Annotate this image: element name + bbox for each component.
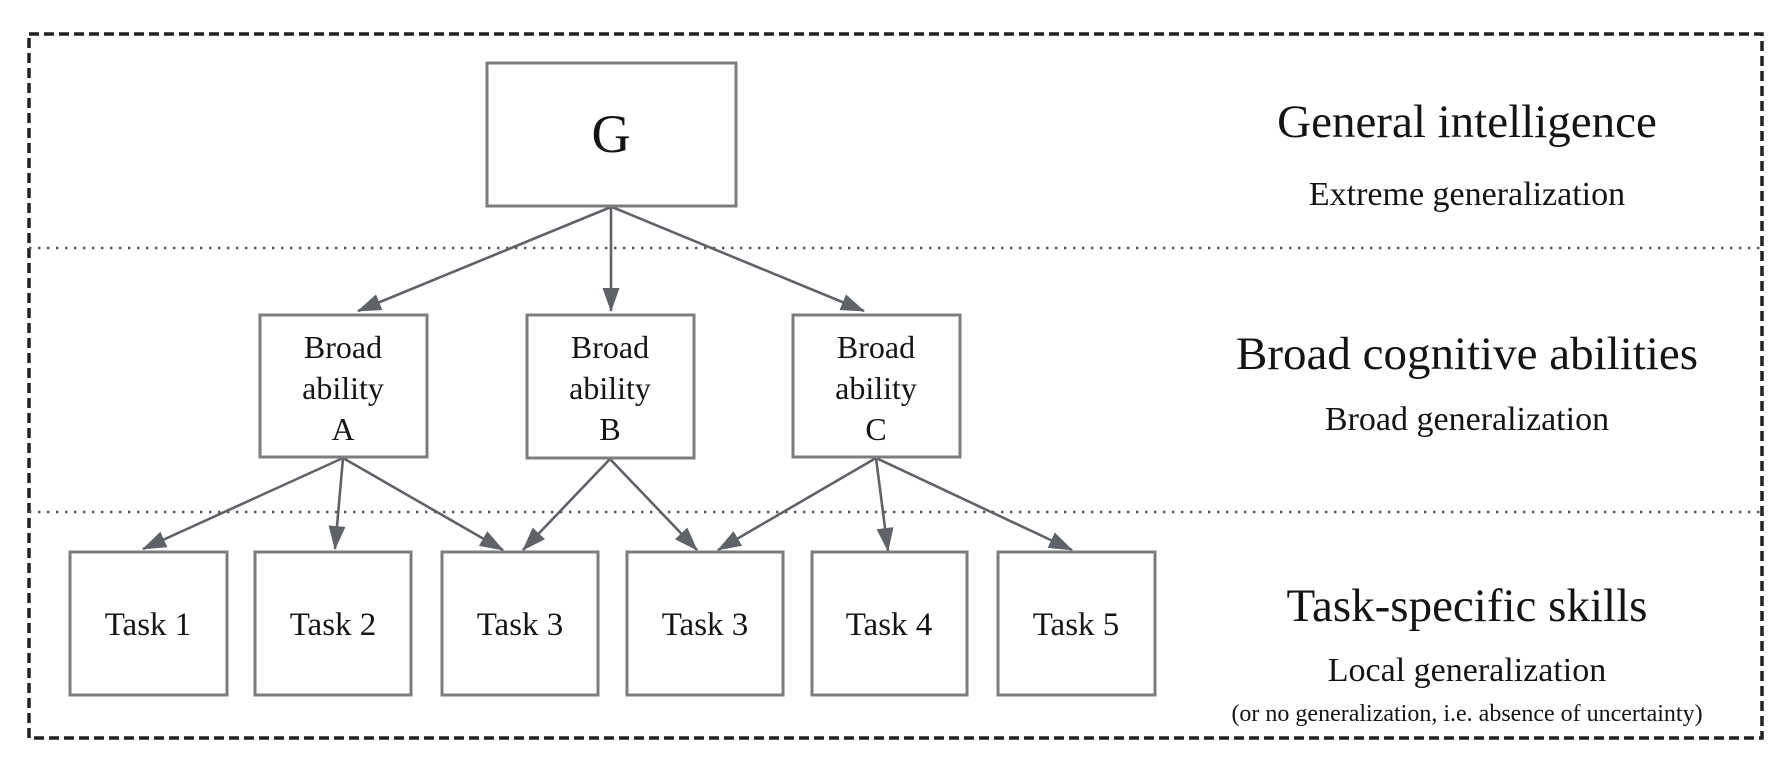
edge-ability-a-task-1 — [142, 456, 344, 551]
node-ability-c-box — [791, 313, 962, 459]
outer-dashed-border — [27, 32, 1764, 740]
edge-ability-c-task-3b — [717, 456, 877, 552]
node-task-3a-label: Task 3 — [477, 607, 564, 643]
node-task-2-label: Task 2 — [290, 607, 377, 643]
band-general-subtitle: Extreme generalization — [1309, 176, 1625, 213]
edge-ability-b-task-3b — [609, 458, 698, 551]
node-g: G — [485, 61, 738, 208]
band-task-note: (or no generalization, i.e. absence of u… — [1231, 701, 1702, 727]
node-ability-b-line3: B — [599, 411, 620, 447]
band-caption-general: General intelligence Extreme generalizat… — [1277, 96, 1657, 213]
node-ability-b-line1: Broad — [571, 329, 649, 365]
node-ability-c: Broad ability C — [791, 313, 962, 459]
node-task-3b-box — [625, 550, 785, 697]
node-ability-a-line1: Broad — [304, 329, 382, 365]
edge-ability-c-task-4 — [874, 457, 894, 552]
edge-g-ability-a — [357, 205, 612, 313]
node-task-1-label: Task 1 — [105, 607, 192, 643]
edge-g-ability-c — [611, 205, 865, 313]
node-task-5: Task 5 — [996, 550, 1157, 697]
node-ability-a-box — [258, 313, 429, 459]
node-task-3b-label: Task 3 — [662, 607, 749, 643]
node-task-4-label: Task 4 — [846, 607, 933, 643]
edge-ability-c-task-5 — [875, 456, 1073, 552]
node-task-3b: Task 3 — [625, 550, 785, 697]
node-task-3a: Task 3 — [440, 550, 600, 697]
node-ability-b-line2: ability — [569, 370, 651, 406]
node-task-2-box — [253, 550, 413, 697]
band-task-subtitle: Local generalization — [1328, 652, 1606, 689]
node-g-label: G — [592, 104, 631, 164]
node-task-3a-box — [440, 550, 600, 697]
band-task-title: Task-specific skills — [1287, 580, 1648, 632]
band-broad-subtitle: Broad generalization — [1325, 401, 1609, 438]
node-ability-a-line2: ability — [302, 370, 384, 406]
node-task-2: Task 2 — [253, 550, 413, 697]
node-task-5-box — [996, 550, 1157, 697]
node-ability-b: Broad ability B — [525, 313, 696, 460]
edge-ability-a-task-3a — [342, 456, 504, 552]
node-ability-c-line3: C — [865, 411, 886, 447]
node-ability-c-line2: ability — [835, 370, 917, 406]
node-ability-b-box — [525, 313, 696, 460]
edge-ability-a-task-2 — [328, 457, 346, 550]
node-ability-a: Broad ability A — [258, 313, 429, 459]
node-task-4-box — [810, 550, 969, 697]
band-general-title: General intelligence — [1277, 96, 1657, 148]
node-task-4: Task 4 — [810, 550, 969, 697]
node-ability-a-line3: A — [331, 411, 354, 447]
edges — [142, 205, 1073, 552]
node-task-1-box — [68, 550, 229, 697]
node-ability-c-line1: Broad — [837, 329, 915, 365]
edge-ability-b-task-3a — [522, 458, 611, 551]
band-broad-title: Broad cognitive abilities — [1236, 328, 1698, 380]
node-task-5-label: Task 5 — [1033, 607, 1120, 643]
band-caption-broad: Broad cognitive abilities Broad generali… — [1236, 328, 1698, 438]
node-task-1: Task 1 — [68, 550, 229, 697]
node-g-box — [485, 61, 738, 208]
band-caption-task: Task-specific skills Local generalizatio… — [1231, 580, 1702, 727]
